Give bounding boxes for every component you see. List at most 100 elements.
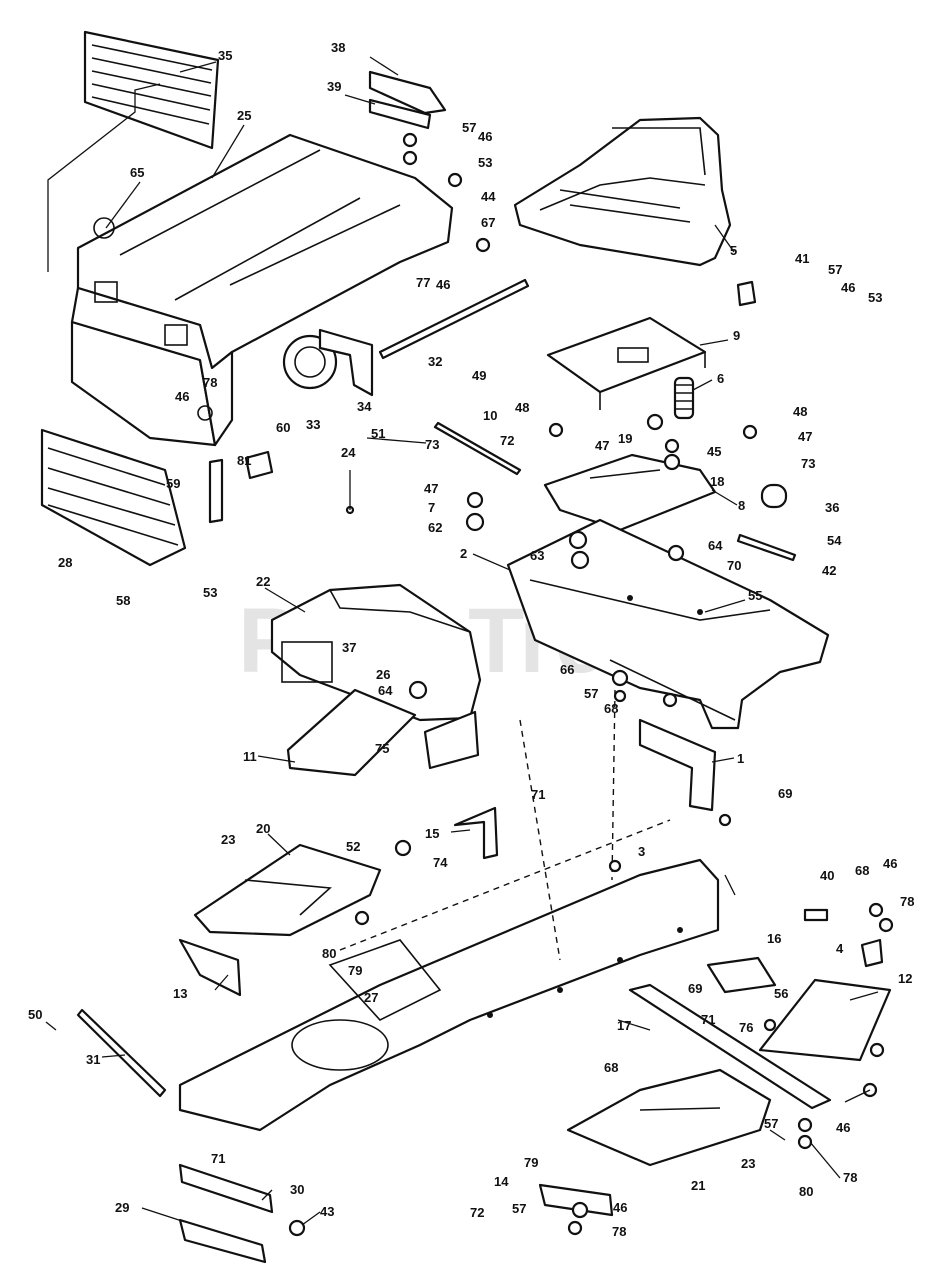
label-47b: 47 — [595, 438, 609, 453]
label-64: 64 — [708, 538, 723, 553]
label-53c: 53 — [868, 290, 882, 305]
label-10: 10 — [483, 408, 497, 423]
label-4: 4 — [836, 941, 844, 956]
label-25: 25 — [237, 108, 251, 123]
label-79b: 79 — [524, 1155, 538, 1170]
bracket-14 — [538, 1183, 614, 1217]
label-32: 32 — [428, 354, 442, 369]
label-39: 39 — [327, 79, 341, 94]
frame — [178, 689, 720, 1132]
label-34: 34 — [357, 399, 372, 414]
label-31: 31 — [86, 1052, 100, 1067]
label-23a: 23 — [221, 832, 235, 847]
label-33: 33 — [306, 417, 320, 432]
label-68c: 68 — [604, 1060, 618, 1075]
grille-28 — [40, 428, 187, 567]
label-41: 41 — [795, 251, 809, 266]
bar-17 — [628, 983, 832, 1110]
label-59: 59 — [166, 476, 180, 491]
label-48b: 48 — [793, 404, 807, 419]
label-6: 6 — [717, 371, 724, 386]
label-57a: 57 — [462, 120, 476, 135]
plate-11 — [286, 688, 417, 777]
label-57c: 57 — [584, 686, 598, 701]
bracket-1 — [638, 718, 717, 812]
seat-plate — [546, 316, 707, 410]
label-77: 77 — [416, 275, 430, 290]
bracket-15 — [453, 806, 499, 860]
label-38: 38 — [331, 40, 345, 55]
label-47c: 47 — [798, 429, 812, 444]
footrest-right — [566, 1068, 772, 1167]
label-46a: 46 — [478, 129, 492, 144]
seat — [513, 116, 732, 267]
label-11: 11 — [243, 749, 257, 764]
label-57e: 57 — [512, 1201, 526, 1216]
label-36: 36 — [825, 500, 839, 515]
label-73a: 73 — [425, 437, 439, 452]
label-68a: 68 — [604, 701, 618, 716]
label-21: 21 — [691, 1178, 705, 1193]
label-72a: 72 — [500, 433, 514, 448]
label-27: 27 — [364, 990, 378, 1005]
label-55: 55 — [748, 588, 762, 603]
label-51: 51 — [371, 426, 385, 441]
label-70: 70 — [727, 558, 741, 573]
label-78b: 78 — [900, 894, 914, 909]
label-46b: 46 — [436, 277, 450, 292]
label-58: 58 — [116, 593, 130, 608]
label-76: 76 — [739, 1020, 753, 1035]
leader-lines — [45, 56, 879, 1226]
label-49: 49 — [472, 368, 486, 383]
label-26: 26 — [376, 667, 390, 682]
headlight — [282, 328, 374, 397]
label-2: 2 — [460, 546, 467, 561]
label-46g: 46 — [613, 1200, 627, 1215]
rod-10 — [433, 421, 522, 476]
spring — [673, 376, 695, 420]
label-5: 5 — [730, 243, 737, 258]
label-3: 3 — [638, 844, 645, 859]
label-52: 52 — [346, 839, 360, 854]
label-69b: 69 — [688, 981, 702, 996]
label-45: 45 — [707, 444, 721, 459]
label-71b: 71 — [211, 1151, 225, 1166]
label-28: 28 — [58, 555, 72, 570]
label-15: 15 — [425, 826, 439, 841]
label-30: 30 — [290, 1182, 304, 1197]
label-64b: 64 — [378, 683, 393, 698]
fender — [506, 518, 830, 730]
label-46e: 46 — [883, 856, 897, 871]
label-62: 62 — [428, 520, 442, 535]
label-40: 40 — [820, 868, 834, 883]
label-35: 35 — [218, 48, 232, 63]
label-80a: 80 — [322, 946, 336, 961]
label-67: 67 — [481, 215, 495, 230]
label-72b: 72 — [470, 1205, 484, 1220]
label-69a: 69 — [778, 786, 792, 801]
label-9: 9 — [733, 328, 740, 343]
label-7: 7 — [428, 500, 435, 515]
shaft-31 — [76, 1008, 167, 1098]
label-53b: 53 — [203, 585, 217, 600]
label-47a: 47 — [424, 481, 438, 496]
label-16: 16 — [767, 931, 781, 946]
label-19: 19 — [618, 431, 632, 446]
label-57d: 57 — [764, 1116, 778, 1131]
label-75: 75 — [375, 741, 389, 756]
label-68b: 68 — [855, 863, 869, 878]
label-80b: 80 — [799, 1184, 813, 1199]
label-54: 54 — [827, 533, 842, 548]
label-46d: 46 — [841, 280, 855, 295]
label-29: 29 — [115, 1200, 129, 1215]
label-1: 1 — [737, 751, 744, 766]
label-73b: 73 — [801, 456, 815, 471]
label-46f: 46 — [836, 1120, 850, 1135]
label-78a: 78 — [203, 375, 217, 390]
hood — [70, 133, 454, 447]
label-65: 65 — [130, 165, 144, 180]
label-37: 37 — [342, 640, 356, 655]
rod-32 — [378, 278, 530, 360]
